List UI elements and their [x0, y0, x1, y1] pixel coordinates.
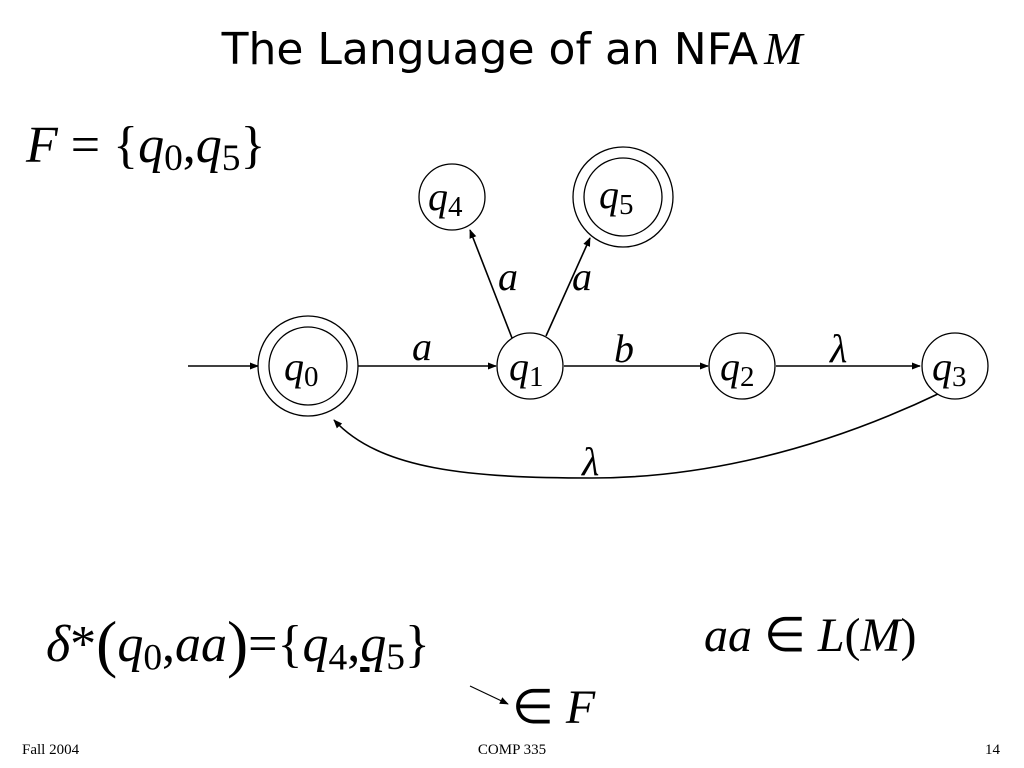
- final-set-q0-base: q: [138, 117, 165, 174]
- state-q3-base: q: [932, 344, 952, 389]
- footer-page-number: 14: [985, 742, 1000, 758]
- state-q1: q1: [496, 332, 564, 400]
- state-q2-sub: 2: [740, 361, 755, 393]
- final-set-equation: F = {q0,q5}: [26, 120, 265, 178]
- state-q5-base: q: [599, 172, 619, 217]
- delta-arg-q-sub: 0: [143, 637, 163, 679]
- final-set-comma: ,: [182, 117, 196, 174]
- in-final-set: ∈ F: [512, 684, 595, 732]
- membership-L: L: [817, 609, 845, 662]
- svg-text:q0: q0: [284, 344, 319, 393]
- delta-result-q5-base: q: [360, 616, 387, 674]
- state-q2: q2: [708, 332, 776, 400]
- membership-M: M: [860, 609, 901, 662]
- state-q5-sub: 5: [619, 189, 634, 221]
- title-text: The Language of an NFA: [221, 24, 759, 75]
- state-q1-sub: 1: [529, 361, 544, 393]
- final-set-eq: =: [70, 117, 101, 174]
- svg-text:q2: q2: [720, 344, 755, 393]
- edge-q1-q5: [545, 237, 591, 337]
- state-q1-base: q: [509, 344, 529, 389]
- edge-q1-q4: [469, 229, 513, 339]
- state-q4-base: q: [428, 174, 448, 219]
- label-q2-q3: λ: [829, 326, 847, 371]
- delta-symbol: δ: [46, 616, 71, 674]
- final-set-F: F: [26, 117, 58, 174]
- state-q0-base: q: [284, 344, 304, 389]
- svg-text:q1: q1: [509, 344, 544, 393]
- delta-result-q4-sub: 4: [328, 637, 348, 679]
- edge-q3-q0: [333, 392, 941, 479]
- delta-lparen: (: [96, 608, 118, 679]
- membership-lparen: (: [844, 609, 861, 662]
- delta-arg-q-base: q: [117, 616, 144, 674]
- footer-left: Fall 2004: [22, 742, 80, 758]
- membership-in: ∈: [764, 609, 806, 662]
- in-final-set-symbol: ∈: [512, 681, 554, 734]
- membership-statement: aa ∈ L(M): [704, 612, 916, 660]
- membership-word: aa: [704, 609, 752, 662]
- svg-text:q4: q4: [428, 174, 463, 223]
- delta-equation: δ*(q0,aa)={q4,q5}: [46, 612, 430, 677]
- delta-result-q4-base: q: [302, 616, 329, 674]
- delta-rparen: ): [227, 608, 249, 679]
- title-symbol: M: [764, 23, 803, 74]
- final-set-open: {: [113, 117, 139, 174]
- membership-rparen: ): [900, 609, 917, 662]
- svg-text:q5: q5: [599, 172, 634, 221]
- state-q0: q0: [257, 315, 359, 417]
- svg-text:q3: q3: [932, 344, 967, 393]
- state-q5: q5: [572, 146, 674, 248]
- member-pointer-arrow: [469, 685, 509, 705]
- state-q4: q4: [418, 163, 486, 231]
- state-q3-sub: 3: [952, 361, 967, 393]
- delta-close: }: [404, 616, 430, 674]
- footer-center: COMP 335: [477, 742, 547, 758]
- delta-comma2: ,: [347, 616, 361, 674]
- delta-result-q5: q5: [360, 616, 405, 677]
- label-q3-q0: λ: [581, 439, 599, 484]
- in-final-set-F: F: [565, 681, 596, 734]
- state-q2-base: q: [720, 344, 740, 389]
- label-q1-q5: a: [572, 254, 592, 299]
- delta-eq: =: [248, 616, 278, 674]
- delta-comma: ,: [162, 616, 176, 674]
- label-q1-q4: a: [498, 254, 518, 299]
- final-set-q5-base: q: [195, 117, 222, 174]
- final-set-q5-sub: 5: [221, 138, 241, 180]
- state-q0-sub: 0: [304, 361, 319, 393]
- delta-open: {: [277, 616, 303, 674]
- state-q4-sub: 4: [448, 191, 463, 223]
- delta-arg-word: aa: [175, 616, 228, 674]
- state-q3: q3: [921, 332, 989, 400]
- final-set-q0-sub: 0: [164, 138, 183, 180]
- delta-star: *: [70, 616, 97, 674]
- final-set-close: }: [240, 117, 266, 174]
- label-q1-q2: b: [614, 326, 634, 371]
- label-q0-q1: a: [412, 324, 432, 369]
- delta-result-q5-sub: 5: [386, 637, 405, 679]
